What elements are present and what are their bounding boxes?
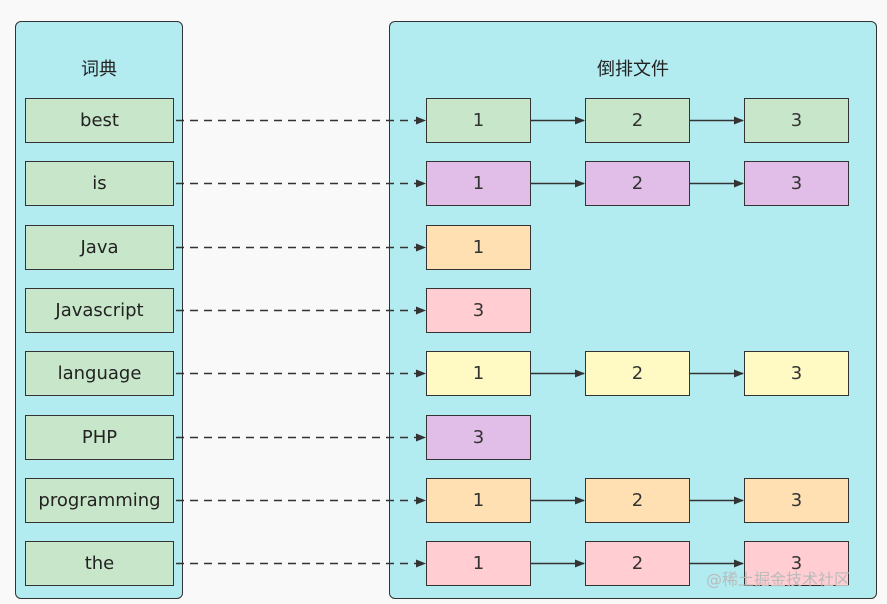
posting-doc-3: 3 xyxy=(744,541,849,586)
term-java: Java xyxy=(25,225,174,270)
posting-doc-3: 3 xyxy=(744,351,849,396)
posting-doc-1: 1 xyxy=(426,478,531,523)
posting-doc-2: 2 xyxy=(585,478,690,523)
term-is: is xyxy=(25,161,174,206)
posting-doc-3: 3 xyxy=(426,288,531,333)
posting-doc-1: 1 xyxy=(426,541,531,586)
posting-doc-2: 2 xyxy=(585,541,690,586)
posting-doc-3: 3 xyxy=(744,161,849,206)
posting-doc-1: 1 xyxy=(426,161,531,206)
watermark: @稀土掘金技术社区 xyxy=(706,570,851,589)
posting-doc-3: 3 xyxy=(426,415,531,460)
posting-doc-3: 3 xyxy=(744,478,849,523)
posting-doc-1: 1 xyxy=(426,98,531,143)
posting-doc-2: 2 xyxy=(585,98,690,143)
term-php: PHP xyxy=(25,415,174,460)
term-language: language xyxy=(25,351,174,396)
inverted-file-title: 倒排文件 xyxy=(597,59,669,80)
term-the: the xyxy=(25,541,174,586)
term-programming: programming xyxy=(25,478,174,523)
posting-doc-1: 1 xyxy=(426,351,531,396)
posting-doc-3: 3 xyxy=(744,98,849,143)
posting-doc-2: 2 xyxy=(585,351,690,396)
term-best: best xyxy=(25,98,174,143)
posting-doc-1: 1 xyxy=(426,225,531,270)
term-javascript: Javascript xyxy=(25,288,174,333)
posting-doc-2: 2 xyxy=(585,161,690,206)
dictionary-title: 词典 xyxy=(81,59,117,80)
